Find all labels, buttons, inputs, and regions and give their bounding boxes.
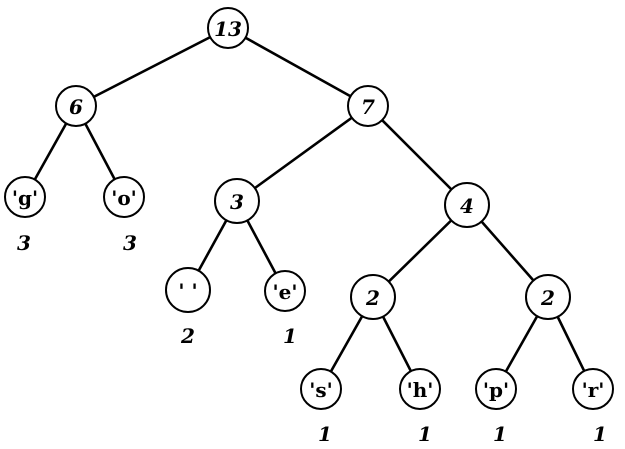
leaf-frequency-label: 3 (123, 231, 137, 255)
node-circle (399, 368, 441, 410)
tree-edge-n13-n7 (226, 26, 370, 108)
node-char-label: 's' (309, 378, 333, 402)
node-char-label: 'g' (12, 186, 38, 210)
node-circle (525, 274, 571, 320)
tree-edge-n13-n6 (74, 26, 230, 108)
tree-node-p: 'p' 1 (475, 368, 517, 446)
node-weight-label: 13 (214, 17, 242, 41)
node-weight-label: 3 (230, 190, 244, 214)
tree-node-r: 'r' 1 (572, 368, 614, 446)
node-circle (350, 274, 396, 320)
tree-node-n6: 6 (55, 85, 97, 127)
tree-node-n7: 7 (347, 85, 389, 127)
node-weight-label: 4 (460, 194, 474, 218)
tree-node-n3: 3 (214, 178, 260, 224)
node-weight-label: 2 (365, 286, 380, 310)
node-circle (347, 85, 389, 127)
tree-node-n4: 4 (444, 182, 490, 228)
leaf-frequency-label: 1 (593, 422, 607, 446)
node-char-label: 'h' (407, 378, 434, 402)
tree-node-s: 's' 1 (300, 368, 342, 446)
tree-node-e: 'e' 1 (264, 270, 306, 348)
node-char-label: 'p' (483, 378, 509, 402)
tree-node-n2b: 2 (525, 274, 571, 320)
node-circle (444, 182, 490, 228)
leaf-frequency-label: 2 (180, 324, 195, 348)
node-char-label: 'o' (111, 186, 137, 210)
node-circle (572, 368, 614, 410)
tree-node-n2a: 2 (350, 274, 396, 320)
node-weight-label: 2 (540, 286, 555, 310)
tree-node-o: 'o' 3 (103, 176, 145, 255)
node-circle (55, 85, 97, 127)
tree-edge-n7-n4 (366, 104, 469, 207)
tree-node-n13: 13 (207, 7, 249, 49)
leaf-frequency-label: 1 (418, 422, 432, 446)
leaf-frequency-label: 3 (17, 231, 31, 255)
tree-node-g: 'g' 3 (4, 176, 46, 255)
leaf-frequency-label: 1 (493, 422, 507, 446)
tree-node-space: ' ' 2 (165, 267, 211, 348)
node-char-label: 'r' (582, 378, 605, 402)
node-weight-label: 6 (69, 95, 83, 119)
node-circle (264, 270, 306, 312)
node-char-label: 'e' (273, 280, 298, 304)
node-circle (214, 178, 260, 224)
node-char-label: ' ' (178, 279, 197, 303)
node-circle (165, 267, 211, 313)
tree-edge-n7-n3 (235, 104, 370, 203)
node-circle (4, 176, 46, 218)
tree-node-h: 'h' 1 (399, 368, 441, 446)
node-circle (207, 7, 249, 49)
leaf-frequency-label: 1 (318, 422, 332, 446)
node-circle (475, 368, 517, 410)
node-weight-label: 7 (361, 95, 375, 119)
nodes-layer: 13 6 7 'g' 3 'o' 3 3 4 ' ' 2 'e' 1 2 2 's' 1 'h' 1 'p' 1 'r' 1 (4, 7, 614, 446)
leaf-frequency-label: 1 (283, 324, 297, 348)
node-circle (300, 368, 342, 410)
node-circle (103, 176, 145, 218)
